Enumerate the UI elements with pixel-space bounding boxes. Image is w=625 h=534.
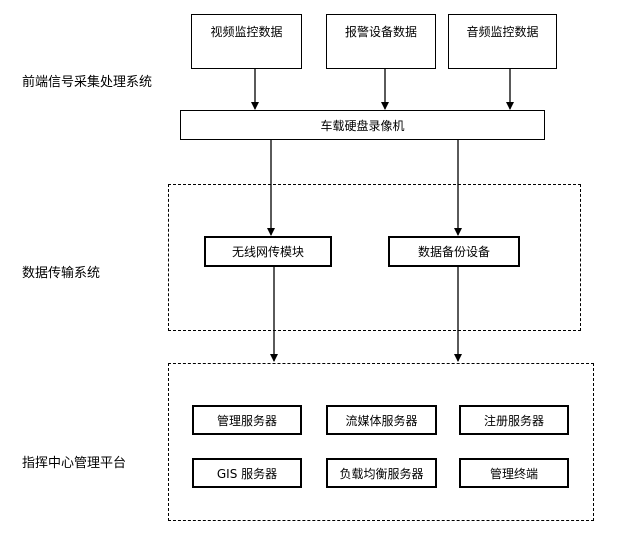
load-balancing-server-box: 负载均衡服务器: [326, 458, 437, 488]
alarm-source-box: 报警设备数据: [326, 14, 436, 69]
section-label-frontend: 前端信号采集处理系统: [22, 75, 153, 90]
video-source-box: 视频监控数据: [191, 14, 302, 69]
command-group: [168, 363, 594, 521]
streaming-server-box: 流媒体服务器: [326, 405, 437, 435]
management-server-box: 管理服务器: [192, 405, 302, 435]
transmission-group: [168, 184, 581, 331]
recorder-box: 车载硬盘录像机: [180, 110, 545, 140]
management-terminal-box: 管理终端: [459, 458, 569, 488]
backup-device-box: 数据备份设备: [388, 236, 520, 267]
registration-server-box: 注册服务器: [459, 405, 569, 435]
gis-server-box: GIS 服务器: [192, 458, 302, 488]
section-label-transmission: 数据传输系统: [22, 266, 101, 281]
section-label-command: 指挥中心管理平台: [22, 456, 127, 471]
wireless-module-box: 无线网传模块: [204, 236, 332, 267]
audio-source-box: 音频监控数据: [448, 14, 557, 69]
